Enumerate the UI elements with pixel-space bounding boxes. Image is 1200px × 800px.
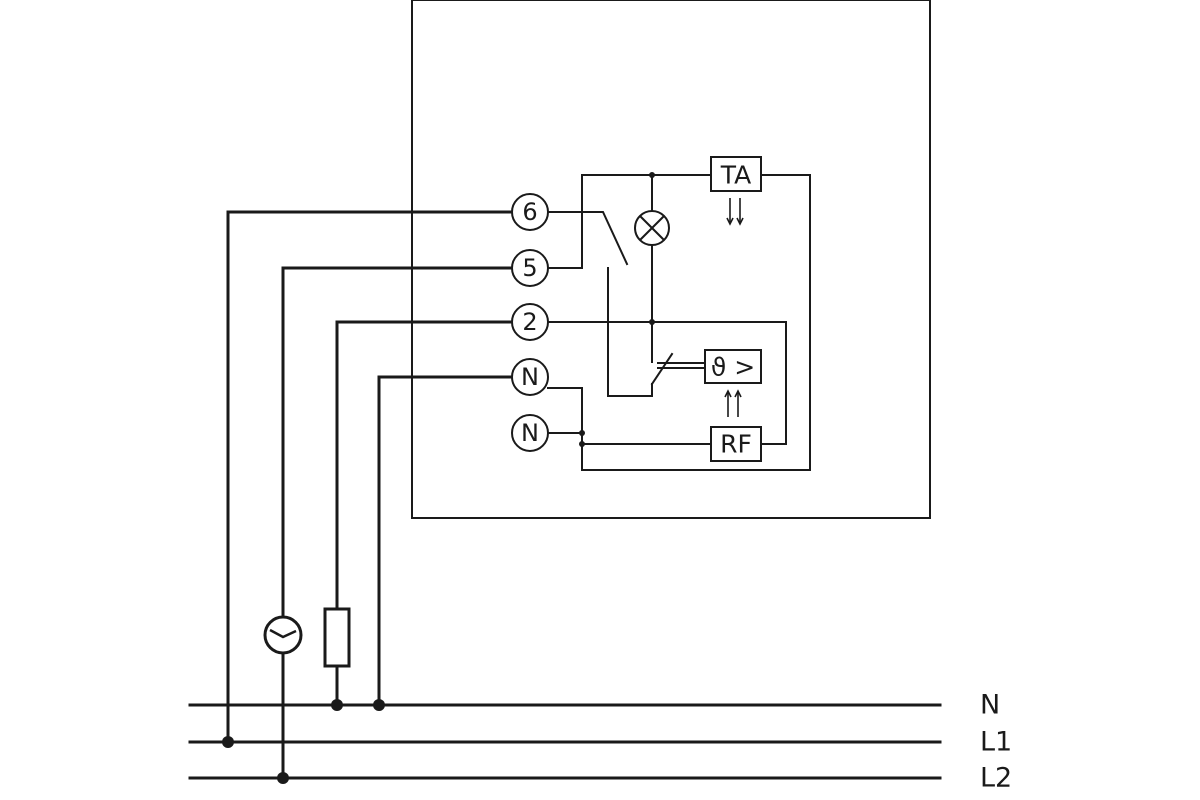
clock-icon	[263, 615, 303, 655]
junction-node-l2	[277, 772, 289, 784]
terminal-5-label: 5	[522, 254, 537, 282]
rf-box	[710, 426, 762, 462]
terminal-5: 5	[511, 249, 549, 287]
junction-node-lamp-bottom	[649, 319, 655, 325]
terminal-n-2-label: N	[521, 419, 539, 447]
resistor-load	[323, 607, 351, 668]
terminal-2: 2	[511, 303, 549, 341]
wire-internal-6-switch	[547, 211, 629, 266]
device-housing	[411, 0, 931, 519]
wire-internal-n-rf	[581, 432, 712, 445]
terminal-6: 6	[511, 193, 549, 231]
wire-internal-switch-loop	[607, 267, 653, 397]
wire-terminal-2-to-load	[335, 320, 514, 611]
junction-node-n-load	[331, 699, 343, 711]
thermostat-label: ϑ >	[711, 353, 755, 382]
terminal-n-2: N	[511, 414, 549, 452]
terminal-n-1-label: N	[521, 363, 539, 391]
junction-node-lamp-top	[649, 172, 655, 178]
wire-internal-5-to-top	[547, 174, 712, 269]
rf-label: RF	[720, 430, 752, 459]
bus-label-l1: L1	[980, 727, 1012, 758]
wire-terminal-5-to-clock	[281, 266, 514, 619]
wire-terminal-n-to-n	[377, 375, 514, 707]
thermostat-box	[704, 349, 762, 384]
terminal-n-1: N	[511, 358, 549, 396]
junction-node-n-terminal	[373, 699, 385, 711]
terminal-2-label: 2	[522, 308, 537, 336]
lamp-icon	[634, 210, 670, 246]
junction-node-n-rf	[579, 441, 585, 447]
bus-label-n: N	[980, 690, 1000, 721]
ta-down-arrows-icon	[726, 198, 744, 226]
rf-up-arrows-icon	[724, 389, 742, 417]
bus-label-l2: L2	[980, 763, 1012, 794]
wire-internal-ta-to-right	[547, 174, 811, 471]
wire-terminal-6-to-l1	[226, 210, 514, 744]
terminal-6-label: 6	[522, 198, 537, 226]
junction-node-l1	[222, 736, 234, 748]
ta-box	[710, 156, 762, 192]
junction-node-n-internal	[579, 430, 585, 436]
ta-label: TA	[720, 161, 751, 190]
wire-internal-2	[547, 321, 787, 445]
